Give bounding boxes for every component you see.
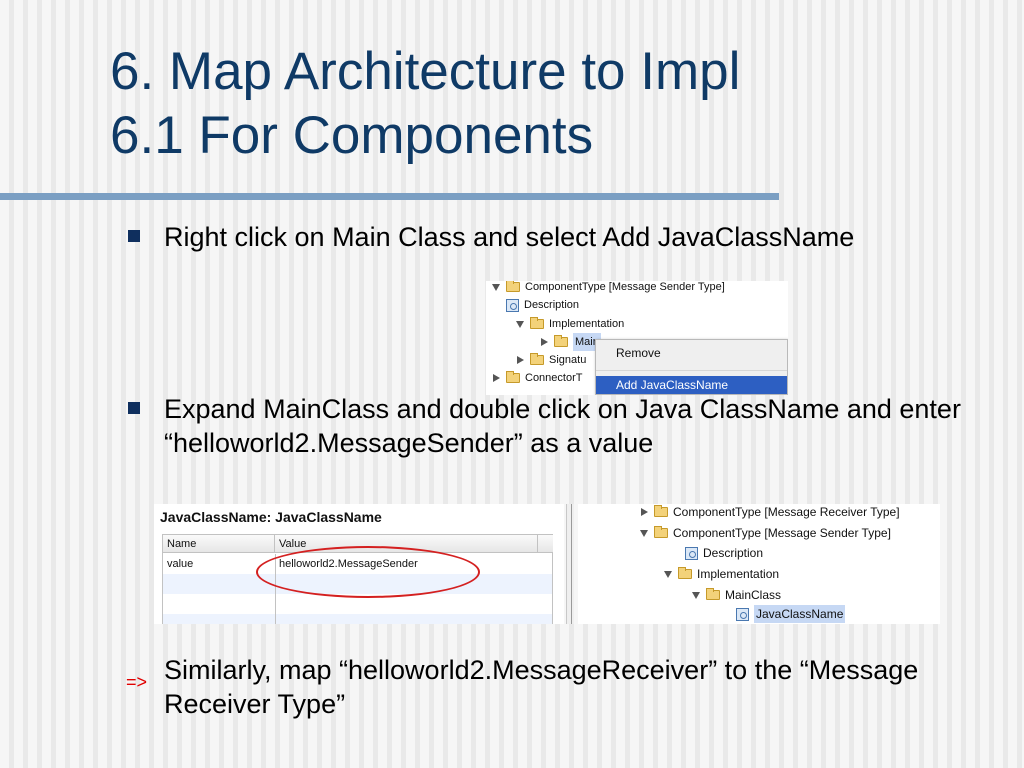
folder-icon bbox=[530, 317, 544, 329]
tree-row-label: Implementation bbox=[697, 567, 780, 581]
slide-title: 6. Map Architecture to Impl 6.1 For Comp… bbox=[110, 40, 740, 168]
bullet-1-text: Right click on Main Class and select Add… bbox=[164, 222, 855, 252]
tree-row-label: Main bbox=[573, 333, 601, 351]
expand-down-icon[interactable] bbox=[492, 283, 500, 291]
folder-icon bbox=[678, 567, 692, 579]
menu-separator bbox=[596, 370, 787, 371]
tree-row[interactable]: ConnectorT bbox=[492, 369, 582, 387]
folder-icon bbox=[554, 335, 568, 347]
node-icon bbox=[506, 298, 519, 312]
bullet-3-text: Similarly, map “helloworld2.MessageRecei… bbox=[164, 655, 919, 719]
tree-row[interactable]: Description bbox=[685, 544, 763, 562]
tree-row-label: ComponentType [Message Sender Type] bbox=[673, 526, 891, 540]
tree-row[interactable]: ComponentType [Message Sender Type] bbox=[492, 281, 725, 296]
expand-right-icon[interactable] bbox=[517, 356, 524, 364]
tree-row[interactable]: MainClass bbox=[692, 586, 781, 604]
tree-row-label: MainClass bbox=[725, 588, 782, 602]
column-divider bbox=[275, 554, 276, 624]
folder-icon bbox=[654, 526, 668, 538]
tree-row-selected[interactable]: JavaClassName bbox=[736, 605, 846, 623]
properties-header: JavaClassName: JavaClassName bbox=[160, 509, 382, 525]
square-bullet-icon bbox=[128, 402, 140, 414]
tree-screenshot-2: ComponentType [Message Receiver Type] Co… bbox=[578, 504, 940, 624]
red-highlight-ellipse bbox=[256, 546, 480, 598]
expand-right-icon[interactable] bbox=[541, 338, 548, 346]
panel-splitter[interactable] bbox=[566, 504, 574, 624]
tree-row-label: JavaClassName bbox=[754, 605, 846, 623]
menu-item-remove[interactable]: Remove bbox=[616, 346, 661, 360]
tree-row-label: Description bbox=[703, 546, 764, 560]
tree-row[interactable]: Implementation bbox=[516, 315, 624, 333]
menu-item-add-javaclassname[interactable]: Add JavaClassName bbox=[596, 376, 787, 394]
tree-row-label: ComponentType [Message Receiver Type] bbox=[673, 505, 900, 519]
expand-down-icon[interactable] bbox=[692, 591, 700, 599]
tree-row[interactable]: Signatu bbox=[516, 351, 586, 369]
table-cell-name[interactable]: value bbox=[167, 558, 194, 570]
folder-icon bbox=[506, 371, 520, 383]
node-icon bbox=[736, 607, 749, 621]
title-line-2: 6.1 For Components bbox=[110, 106, 594, 165]
tree-row[interactable]: Implementation bbox=[664, 565, 779, 583]
arrow-marker: => bbox=[126, 672, 148, 692]
bullet-2-text: Expand MainClass and double click on Jav… bbox=[164, 394, 961, 458]
table-row-stripe bbox=[163, 614, 552, 624]
tree-row-label: ComponentType [Message Sender Type] bbox=[525, 281, 725, 293]
folder-icon bbox=[654, 505, 668, 517]
node-icon bbox=[685, 546, 698, 560]
folder-icon bbox=[506, 281, 520, 292]
tree-row-label: Implementation bbox=[549, 318, 625, 330]
expand-right-icon[interactable] bbox=[641, 508, 648, 516]
tree-row-label: Description bbox=[524, 299, 580, 311]
folder-icon bbox=[530, 353, 544, 365]
expand-down-icon[interactable] bbox=[640, 529, 648, 537]
properties-screenshot: JavaClassName: JavaClassName Name Value … bbox=[154, 504, 564, 624]
folder-icon bbox=[706, 588, 720, 600]
tree-row[interactable]: ComponentType [Message Receiver Type] bbox=[640, 504, 900, 521]
title-line-1: 6. Map Architecture to Impl bbox=[110, 42, 741, 101]
column-header-extra bbox=[537, 535, 553, 553]
tree-row[interactable]: Main bbox=[540, 333, 601, 351]
square-bullet-icon bbox=[128, 230, 140, 242]
expand-down-icon[interactable] bbox=[516, 320, 524, 328]
tree-row[interactable]: ComponentType [Message Sender Type] bbox=[640, 524, 891, 542]
expand-down-icon[interactable] bbox=[664, 570, 672, 578]
tree-row-label: ConnectorT bbox=[525, 372, 583, 384]
column-header-name[interactable]: Name bbox=[163, 535, 275, 553]
expand-right-icon[interactable] bbox=[493, 374, 500, 382]
tree-row-label: Signatu bbox=[549, 354, 587, 366]
title-divider bbox=[0, 193, 779, 200]
context-menu: Remove Add JavaClassName bbox=[595, 339, 788, 395]
tree-screenshot-1: ComponentType [Message Sender Type] Desc… bbox=[486, 281, 788, 395]
tree-row[interactable]: Description bbox=[506, 296, 579, 314]
